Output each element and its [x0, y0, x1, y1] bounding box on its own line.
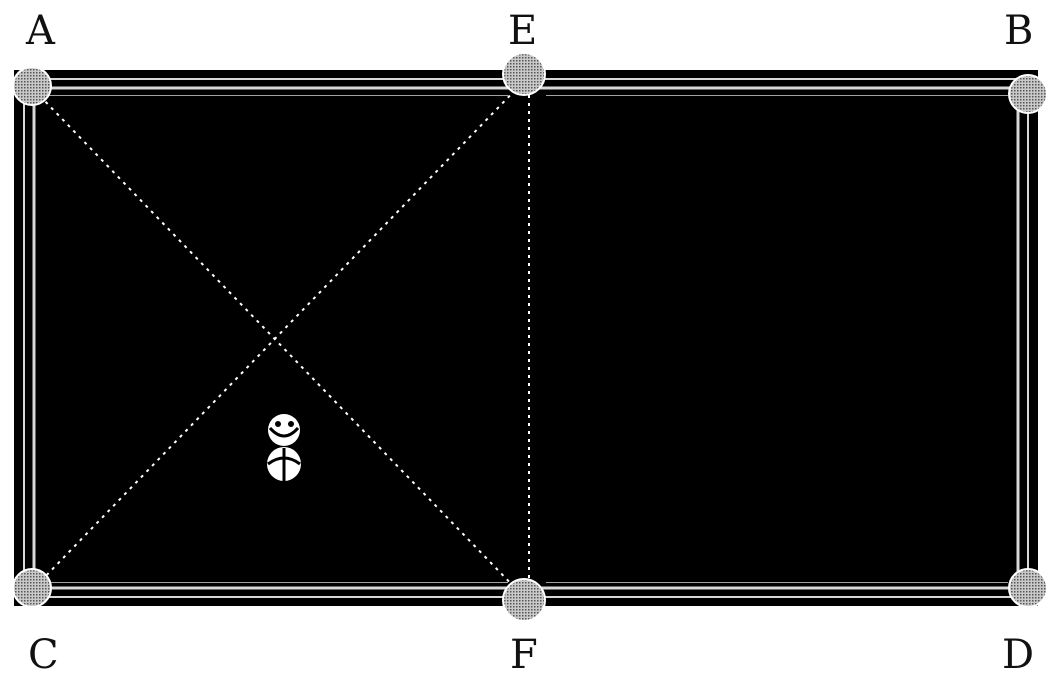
label-b: B	[1004, 8, 1033, 54]
pocket-a	[13, 67, 51, 105]
table-felt	[44, 96, 1008, 582]
pocket-f	[503, 579, 545, 621]
label-f: F	[510, 632, 538, 678]
label-e: E	[508, 8, 537, 54]
pocket-b	[1009, 75, 1047, 113]
object-ball	[268, 414, 300, 446]
pocket-d	[1009, 569, 1047, 607]
label-a: A	[25, 8, 56, 54]
label-d: D	[1002, 632, 1034, 678]
label-c: C	[28, 632, 59, 678]
pocket-c	[13, 569, 51, 607]
pocket-e	[503, 53, 545, 95]
cue-ball	[267, 447, 301, 481]
